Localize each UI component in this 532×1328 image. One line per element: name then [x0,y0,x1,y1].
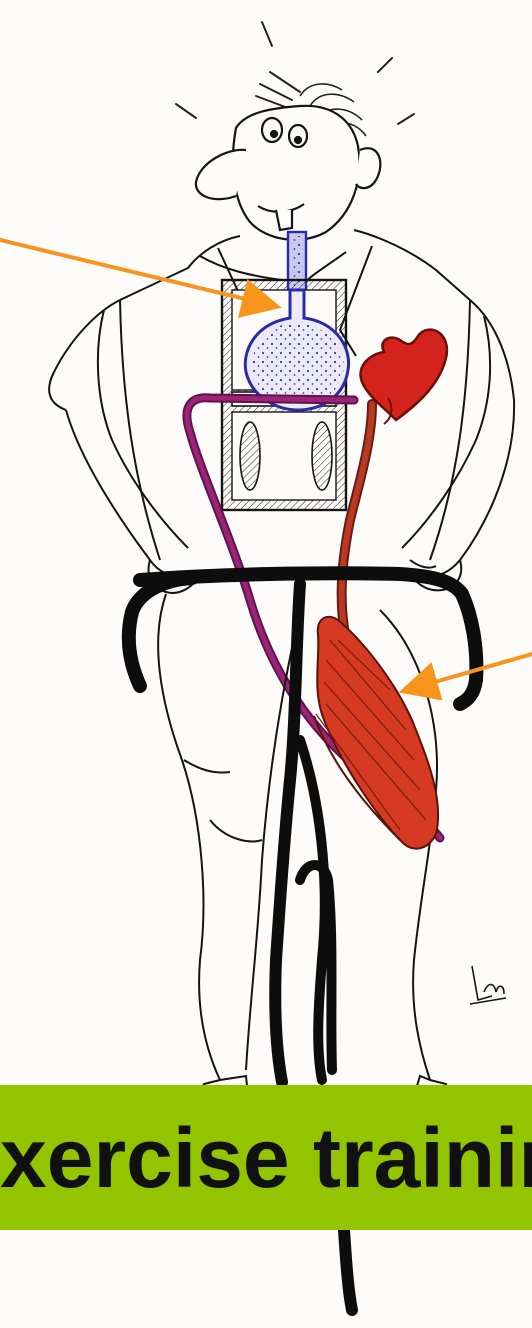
caption-text: Exercise training [0,1103,532,1213]
head [196,106,380,240]
caption-banner: Exercise training [0,1085,532,1230]
thigh-muscle-icon [314,617,438,849]
artist-signature [470,966,506,1004]
